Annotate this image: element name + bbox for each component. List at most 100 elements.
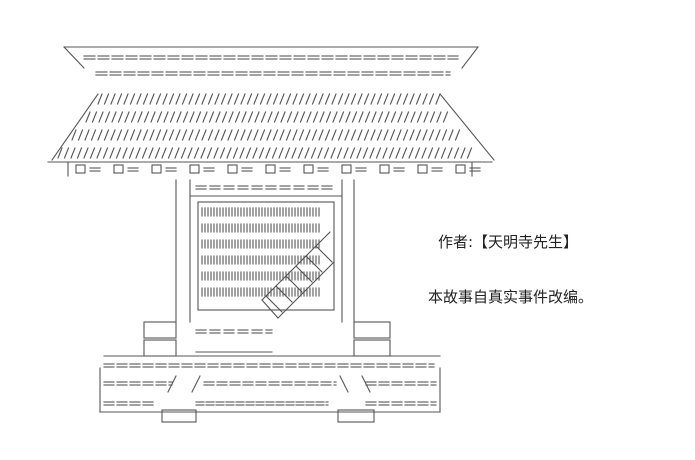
author-credit: 作者:【天明寺先生】 bbox=[438, 233, 579, 251]
roof-tier-2 bbox=[351, 111, 358, 123]
roof-tier-1 bbox=[181, 93, 188, 105]
roof-tier-4 bbox=[362, 147, 369, 159]
roof-tier-2 bbox=[241, 111, 247, 123]
door-leaf-bar bbox=[315, 245, 333, 263]
roof-tier-1 bbox=[350, 93, 357, 105]
roof-tier-3 bbox=[363, 129, 370, 141]
roof-tier-1 bbox=[279, 93, 285, 105]
roof-tier-4 bbox=[148, 147, 154, 159]
roof-tier-4 bbox=[323, 147, 330, 159]
roof-tier-3 bbox=[149, 129, 155, 141]
roof-tier-1 bbox=[233, 93, 240, 105]
roof-tier-2 bbox=[286, 111, 293, 123]
eave-block bbox=[227, 164, 238, 174]
roof-tier-1 bbox=[259, 93, 266, 105]
roof-tier-1 bbox=[324, 93, 331, 105]
roof-tier-1 bbox=[415, 93, 422, 105]
roof-tier-4 bbox=[388, 147, 395, 159]
roof-tier-1 bbox=[292, 93, 298, 105]
roof-tier-3 bbox=[454, 129, 461, 141]
roof-tier-3 bbox=[318, 129, 324, 141]
roof-tier-1 bbox=[123, 93, 129, 105]
roof-tier-4 bbox=[252, 147, 258, 159]
roof-tier-4 bbox=[395, 147, 401, 159]
roof-tier-3 bbox=[246, 129, 253, 141]
roof-tier-4 bbox=[271, 147, 278, 159]
roof-tier-3 bbox=[233, 129, 240, 141]
roof-tier-3 bbox=[409, 129, 415, 141]
roof-tier-1 bbox=[188, 93, 194, 105]
roof-tier-2 bbox=[267, 111, 273, 123]
roof-tier-1 bbox=[240, 93, 246, 105]
roof-tier-4 bbox=[193, 147, 200, 159]
roof-tier-2 bbox=[189, 111, 195, 123]
roof-tier-3 bbox=[175, 129, 181, 141]
roof-tier-2 bbox=[260, 111, 267, 123]
roof-tier-4 bbox=[408, 147, 414, 159]
roof-left-slope bbox=[51, 93, 99, 161]
platform-step-slash bbox=[167, 375, 177, 393]
roof-tier-3 bbox=[298, 129, 305, 141]
roof-tier-1 bbox=[253, 93, 259, 105]
roof-tier-2 bbox=[208, 111, 215, 123]
roof-tier-1 bbox=[110, 93, 116, 105]
roof-tier-1 bbox=[428, 93, 435, 105]
roof-tier-3 bbox=[415, 129, 422, 141]
roof-tier-2 bbox=[325, 111, 332, 123]
roof-tier-2 bbox=[332, 111, 338, 123]
roof-tier-2 bbox=[85, 111, 91, 123]
roof-tier-4 bbox=[284, 147, 291, 159]
roof-tier-2 bbox=[202, 111, 208, 123]
roof-tier-3 bbox=[103, 129, 110, 141]
roof-tier-3 bbox=[214, 129, 220, 141]
roof-tier-1 bbox=[396, 93, 402, 105]
roof-tier-1 bbox=[227, 93, 233, 105]
roof-tier-1 bbox=[162, 93, 168, 105]
left-side-box bbox=[143, 339, 177, 357]
roof-tier-4 bbox=[180, 147, 187, 159]
roof-tier-4 bbox=[89, 147, 96, 159]
roof-tier-2 bbox=[403, 111, 410, 123]
roof-tier-3 bbox=[194, 129, 201, 141]
roof-tier-4 bbox=[96, 147, 102, 159]
roof-tier-3 bbox=[84, 129, 90, 141]
roof-tier-3 bbox=[207, 129, 214, 141]
roof-tier-4 bbox=[453, 147, 460, 159]
roof-tier-2 bbox=[150, 111, 156, 123]
roof-tier-4 bbox=[206, 147, 213, 159]
roof-tier-2 bbox=[442, 111, 449, 123]
roof-tier-2 bbox=[345, 111, 351, 123]
roof-tier-2 bbox=[306, 111, 312, 123]
roof-tier-2 bbox=[247, 111, 254, 123]
roof-tier-1 bbox=[129, 93, 136, 105]
roof-tier-2 bbox=[371, 111, 377, 123]
roof-tier-1 bbox=[149, 93, 155, 105]
roof-tier-2 bbox=[137, 111, 143, 123]
roof-tier-3 bbox=[376, 129, 383, 141]
roof-tier-2 bbox=[163, 111, 169, 123]
eave-block bbox=[151, 164, 162, 174]
roof-tier-1 bbox=[155, 93, 162, 105]
roof-tier-3 bbox=[155, 129, 162, 141]
roof-tier-4 bbox=[440, 147, 447, 159]
roof-tier-1 bbox=[272, 93, 279, 105]
roof-tier-3 bbox=[240, 129, 246, 141]
roof-tier-1 bbox=[220, 93, 227, 105]
roof-tier-3 bbox=[142, 129, 149, 141]
roof-tier-4 bbox=[187, 147, 193, 159]
roof-tier-3 bbox=[71, 129, 77, 141]
roof-tier-2 bbox=[104, 111, 111, 123]
door-leaf-edge bbox=[277, 261, 335, 319]
roof-tier-3 bbox=[123, 129, 129, 141]
platform-step-slash bbox=[339, 375, 349, 393]
roof-tier-3 bbox=[259, 129, 266, 141]
eave-block bbox=[113, 164, 124, 174]
roof-tier-3 bbox=[90, 129, 97, 141]
roof-tier-3 bbox=[396, 129, 402, 141]
roof-tier-1 bbox=[285, 93, 292, 105]
roof-tier-3 bbox=[350, 129, 357, 141]
right-side-box bbox=[353, 321, 391, 339]
roof-tier-2 bbox=[377, 111, 384, 123]
roof-tier-4 bbox=[447, 147, 453, 159]
roof-tier-2 bbox=[111, 111, 117, 123]
